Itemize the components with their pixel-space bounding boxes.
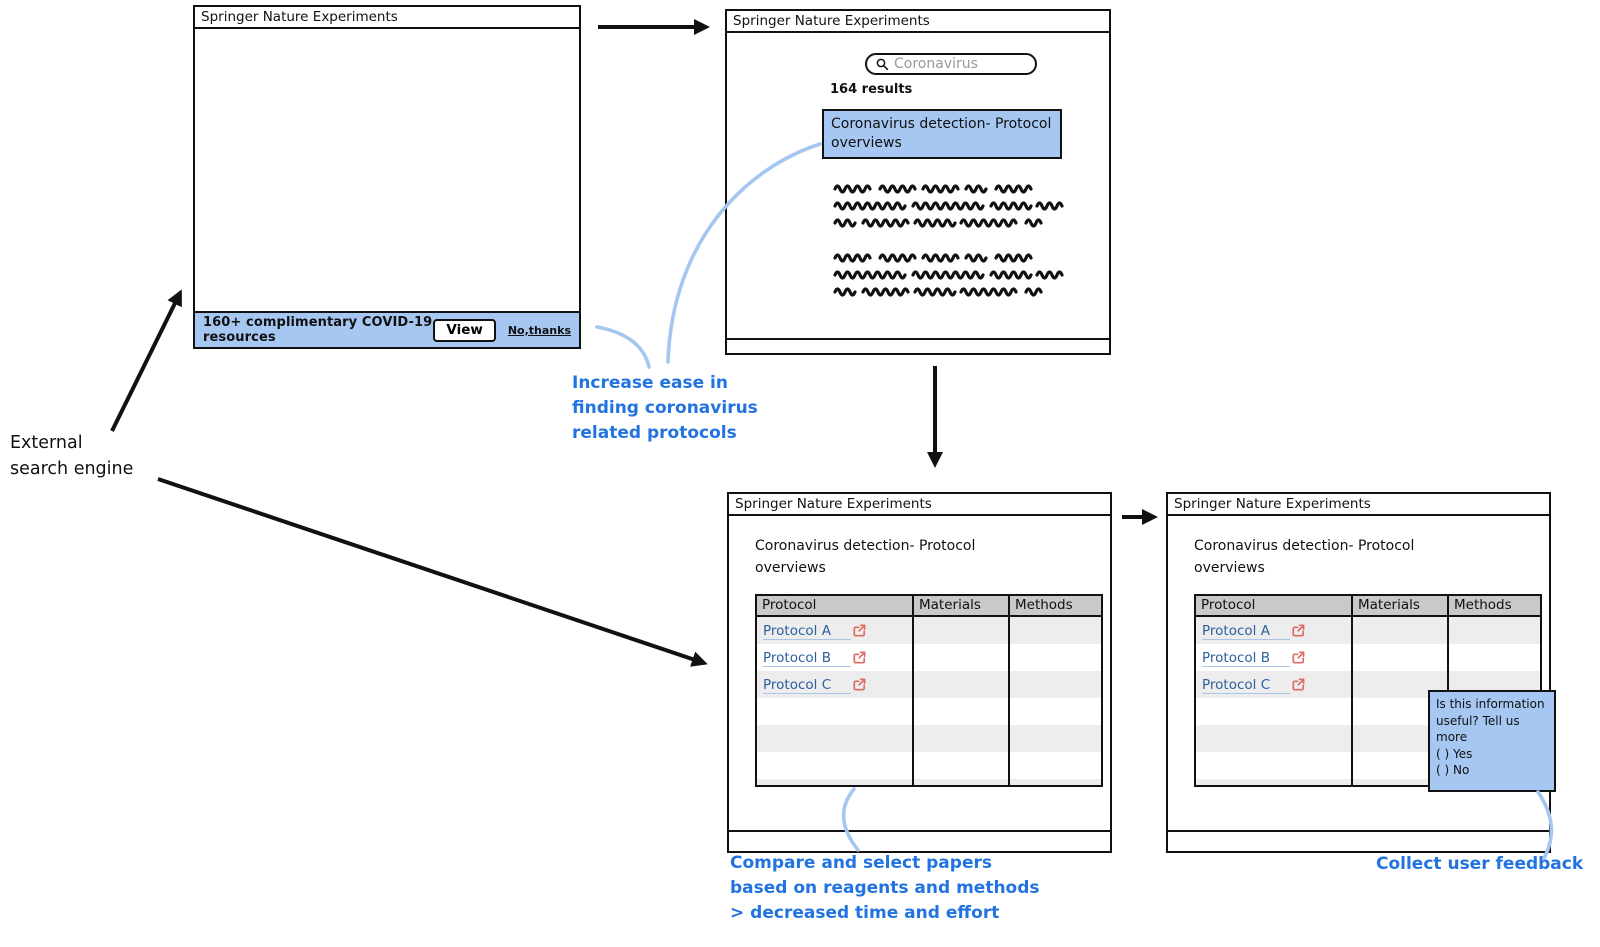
- external-search-engine-label: External search engine: [10, 433, 134, 480]
- table-header-row: Protocol Materials Methods: [757, 596, 1101, 617]
- feedback-question: Is this information useful? Tell us more: [1436, 697, 1545, 745]
- table-row: Protocol B: [757, 644, 1101, 671]
- table-row: [757, 698, 1101, 725]
- column-header: Protocol: [1196, 596, 1353, 615]
- external-link-icon[interactable]: [1292, 651, 1305, 664]
- protocol-comparison-table: Protocol Materials Methods Protocol A Pr…: [755, 594, 1103, 787]
- external-link-icon[interactable]: [1292, 678, 1305, 691]
- table-row: Protocol A: [757, 617, 1101, 644]
- annotation-compare-select: Compare and select papers based on reage…: [730, 853, 1040, 923]
- column-header: Methods: [1454, 597, 1512, 613]
- column-header: Materials: [914, 596, 1010, 615]
- view-button[interactable]: View: [433, 318, 496, 342]
- search-input[interactable]: Coronavirus: [865, 53, 1037, 75]
- protocol-b-link[interactable]: Protocol B: [1202, 650, 1290, 667]
- highlighted-search-result[interactable]: Coronavirus detection- Protocol overview…: [822, 109, 1062, 159]
- window-footer-bar: [729, 830, 1110, 851]
- protocol-c-link[interactable]: Protocol C: [1202, 677, 1290, 694]
- connector-banner-to-annotation: [595, 325, 651, 369]
- results-count: 164 results: [830, 82, 913, 97]
- window-title: Springer Nature Experiments: [727, 11, 1109, 33]
- arrow-search-engine-to-landing: [110, 289, 182, 432]
- protocol-comparison-table: Protocol Materials Methods Protocol A Pr…: [1194, 594, 1542, 787]
- window-title: Springer Nature Experiments: [1168, 494, 1549, 516]
- covid-resources-banner: 160+ complimentary COVID-19 resources Vi…: [195, 311, 579, 347]
- table-row: [757, 725, 1101, 752]
- search-icon: [876, 58, 889, 70]
- external-link-icon[interactable]: [853, 624, 866, 637]
- table-row: Protocol A: [1196, 617, 1540, 644]
- protocol-a-link[interactable]: Protocol A: [763, 623, 851, 640]
- protocol-b-link[interactable]: Protocol B: [763, 650, 851, 667]
- feedback-option-no[interactable]: ( ) No: [1436, 763, 1470, 778]
- page-title: Coronavirus detection- Protocol overview…: [1194, 538, 1415, 576]
- window-footer-bar: [1168, 830, 1549, 851]
- window-title: Springer Nature Experiments: [195, 7, 579, 29]
- window-search-results: Springer Nature Experiments Coronavirus …: [725, 9, 1111, 355]
- window-footer-bar: [727, 338, 1109, 353]
- table-row: [757, 779, 1101, 785]
- column-header: Methods: [1015, 597, 1073, 613]
- window-landing: Springer Nature Experiments 160+ complim…: [193, 5, 581, 349]
- table-row: Protocol B: [1196, 644, 1540, 671]
- arrow-search-engine-to-table: [157, 477, 708, 667]
- feedback-option-yes[interactable]: ( ) Yes: [1436, 746, 1473, 761]
- feedback-popup: Is this information useful? Tell us more…: [1428, 690, 1556, 792]
- no-thanks-link[interactable]: No,thanks: [507, 323, 571, 337]
- table-row: Protocol C: [757, 671, 1101, 698]
- column-header: Protocol: [757, 596, 914, 615]
- annotation-collect-feedback: Collect user feedback: [1376, 854, 1584, 874]
- protocol-a-link[interactable]: Protocol A: [1202, 623, 1290, 640]
- placeholder-text-scribble: [833, 184, 1064, 228]
- external-link-icon[interactable]: [853, 651, 866, 664]
- page-title: Coronavirus detection- Protocol overview…: [755, 538, 976, 576]
- external-link-icon[interactable]: [853, 678, 866, 691]
- window-protocol-table: Springer Nature Experiments Coronavirus …: [727, 492, 1112, 853]
- window-protocol-table-feedback: Springer Nature Experiments Coronavirus …: [1166, 492, 1556, 853]
- column-header: Materials: [1353, 596, 1449, 615]
- banner-message: 160+ complimentary COVID-19 resources: [203, 315, 433, 345]
- table-row: [757, 752, 1101, 779]
- placeholder-text-scribble: [833, 253, 1064, 297]
- search-value: Coronavirus: [894, 56, 978, 72]
- table-header-row: Protocol Materials Methods: [1196, 596, 1540, 617]
- external-link-icon[interactable]: [1292, 624, 1305, 637]
- window-title: Springer Nature Experiments: [729, 494, 1110, 516]
- annotation-increase-ease: Increase ease in finding coronavirus rel…: [572, 373, 758, 443]
- protocol-c-link[interactable]: Protocol C: [763, 677, 851, 694]
